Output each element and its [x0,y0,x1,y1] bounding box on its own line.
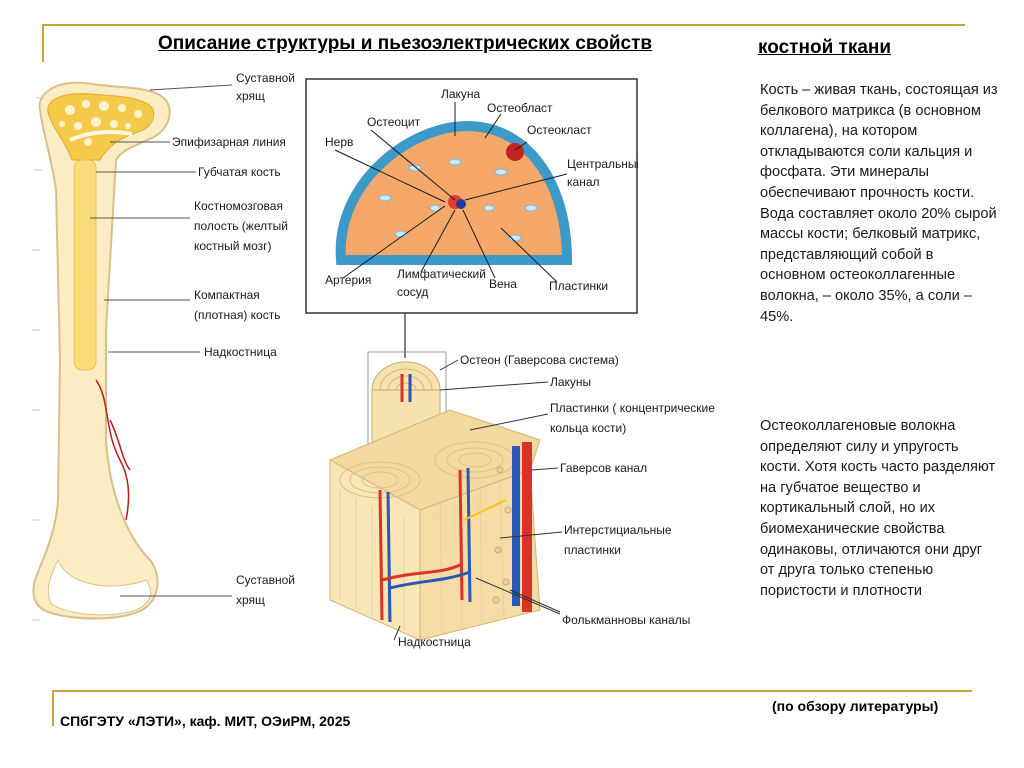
label-volkmann: Фолькманновы каналы [562,613,690,627]
bone-vessels [95,379,131,521]
label-compact-2: (плотная) кость [194,308,280,322]
label-cartilage-top-1: Суставной [236,71,295,85]
dome-cells [378,158,538,242]
label-cartilage-bottom-2: хрящ [236,593,265,607]
label-lymph-2: сосуд [397,285,428,299]
label-lamellae: Пластинки [549,279,608,293]
label-block-lamellae-2: кольца кости) [550,421,626,435]
slide-title-continued: костной ткани [758,37,892,58]
bone-shape [32,81,171,620]
label-vein: Вена [489,277,517,291]
haversian-block: Остеон (Гаверсова система) Лакуны Пласти… [328,351,715,649]
label-marrow-1: Костномозговая [194,199,283,213]
epiphyseal-line [69,130,133,142]
label-osteocyte: Остеоцит [367,115,421,129]
label-compact-1: Компактная [194,288,260,302]
description-paragraph-1: Кость – живая ткань, состоящая из белков… [760,82,998,325]
label-periosteum: Надкостница [204,345,277,359]
block-vessels [378,467,472,623]
label-lacunae: Лакуны [550,375,591,389]
label-haversian: Гаверсов канал [560,461,647,475]
connector-line [404,312,406,358]
label-cartilage-bottom-1: Суставной [236,573,295,587]
label-central-canal-2: канал [567,175,600,189]
description-paragraph-2: Остеоколлагеновые волокна определяют сил… [760,418,996,599]
label-nerve: Нерв [325,135,353,149]
label-epiphyseal-line: Эпифизарная линия [172,135,286,149]
label-artery: Артерия [325,273,371,287]
label-interstitial-2: пластинки [564,543,621,557]
label-central-canal-1: Центральный [567,157,638,171]
spongy-pattern [59,100,142,146]
label-osteoclast: Остеокласт [527,123,592,137]
slide-title: Описание структуры и пьезоэлектрических … [158,33,653,54]
label-osteon: Остеон (Гаверсова система) [460,353,619,367]
footer-affiliation: СПбГЭТУ «ЛЭТИ», каф. МИТ, ОЭиРМ, 2025 [60,713,351,729]
label-block-periosteum: Надкостница [398,635,471,649]
medullary-cavity [73,159,97,371]
long-bone-diagram: Суставной хрящ Эпифизарная линия Губчата… [32,71,295,621]
bottom-rule [52,690,972,692]
left-rule-top [42,24,44,62]
label-lacuna: Лакуна [441,87,481,101]
footer-source-note: (по обзору литературы) [772,698,939,714]
lower-epiphysis [47,558,152,616]
label-spongy-bone: Губчатая кость [198,165,281,179]
label-marrow-3: костный мозг) [194,239,272,253]
label-osteoblast: Остеобласт [487,101,553,115]
label-interstitial-1: Интерстициальные [564,523,672,537]
left-rule-bottom [52,690,54,726]
top-rule [42,24,965,26]
osteon-cross-section: Лакуна Остеоцит Остеобласт Остеокласт Не… [305,78,638,314]
label-marrow-2: полость (желтый [194,219,288,233]
label-lymph-1: Лимфатический [397,267,486,281]
label-block-lamellae-1: Пластинки ( концентрические [550,401,715,415]
label-cartilage-top-2: хрящ [236,89,265,103]
